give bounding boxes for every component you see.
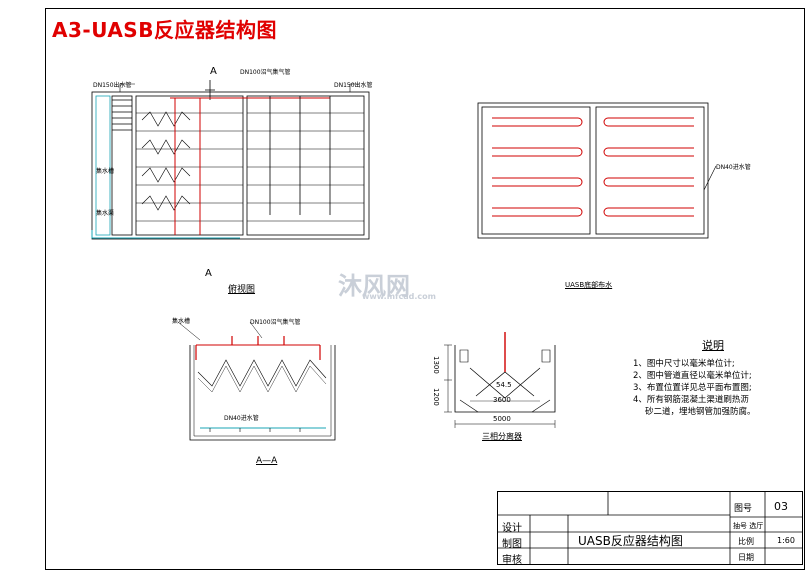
watermark-text: 沐风网 xyxy=(338,272,410,300)
section-label-3: DN40进水管 xyxy=(224,415,259,422)
tb-draw: 制图 xyxy=(502,539,522,550)
plan-view xyxy=(91,80,370,240)
section-caption: A—A xyxy=(256,456,278,466)
plan-side-label-1: 集水槽 xyxy=(96,168,115,175)
tb-drawing-no-label: 图号 xyxy=(734,504,753,514)
plan-outline xyxy=(91,91,370,240)
section-marker-top: A xyxy=(210,66,217,77)
tb-scale-label: 比例 xyxy=(738,537,754,546)
tb-scale: 1:60 xyxy=(777,536,795,545)
note-line: 2、图中管道直径以毫米单位计; xyxy=(633,371,752,381)
sep-dim-inner: 3600 xyxy=(493,396,511,404)
drawing-title: A3-UASB反应器结构图 xyxy=(52,18,277,42)
note-line: 1、图中尺寸以毫米单位计; xyxy=(633,359,735,369)
plan-side-label-2: 集水渠 xyxy=(96,210,115,217)
tb-sub-label: 抽号 选厅 xyxy=(733,522,764,530)
drawing-frame xyxy=(45,8,805,570)
watermark-url: www.mfcad.com xyxy=(362,292,436,301)
note-line: 3、布置位置详见总平面布置图; xyxy=(633,383,752,393)
sep-angle: 54.5 xyxy=(496,381,512,389)
plan-pipe-left-label: DN150出水管 xyxy=(93,82,132,89)
plan-pipe-top-label: DN100沼气集气管 xyxy=(240,69,291,76)
bottom-caption: UASB底部布水 xyxy=(565,281,613,289)
sep-dim-bottom: 1200 xyxy=(432,388,440,406)
sep-dim-width: 5000 xyxy=(493,415,511,423)
section-marker-bottom: A xyxy=(205,268,212,279)
title-block xyxy=(497,491,803,565)
tb-drawing-no: 03 xyxy=(774,500,788,513)
sep-dim-top: 1300 xyxy=(432,356,440,374)
note-line: 4、所有钢筋混凝土渠道刷热沥 xyxy=(633,395,749,405)
plan-caption: 俯视图 xyxy=(228,285,256,295)
plan-pipe-right-label: DN150出水管 xyxy=(334,82,373,89)
section-label-2: DN100沼气集气管 xyxy=(250,319,301,326)
tb-drawing-name: UASB反应器结构图 xyxy=(578,534,683,548)
notes-title: 说明 xyxy=(702,339,724,352)
tb-review: 审核 xyxy=(502,555,522,566)
notes-block: 说明 1、图中尺寸以毫米单位计; 2、图中管道直径以毫米单位计; 3、布置位置详… xyxy=(633,340,793,418)
section-label-1: 集水槽 xyxy=(172,318,191,325)
note-line: 砂二道，埋地钢管加强防腐。 xyxy=(645,407,756,417)
bottom-distribution-view xyxy=(477,102,717,239)
separator-view xyxy=(444,332,556,428)
title-block-grid xyxy=(497,491,803,565)
tb-date-label: 日期 xyxy=(738,553,754,562)
bottom-pipe-label: DN40进水管 xyxy=(716,164,751,171)
tb-design: 设计 xyxy=(502,523,522,534)
section-view xyxy=(177,321,336,441)
sep-caption: 三相分离器 xyxy=(482,432,522,441)
